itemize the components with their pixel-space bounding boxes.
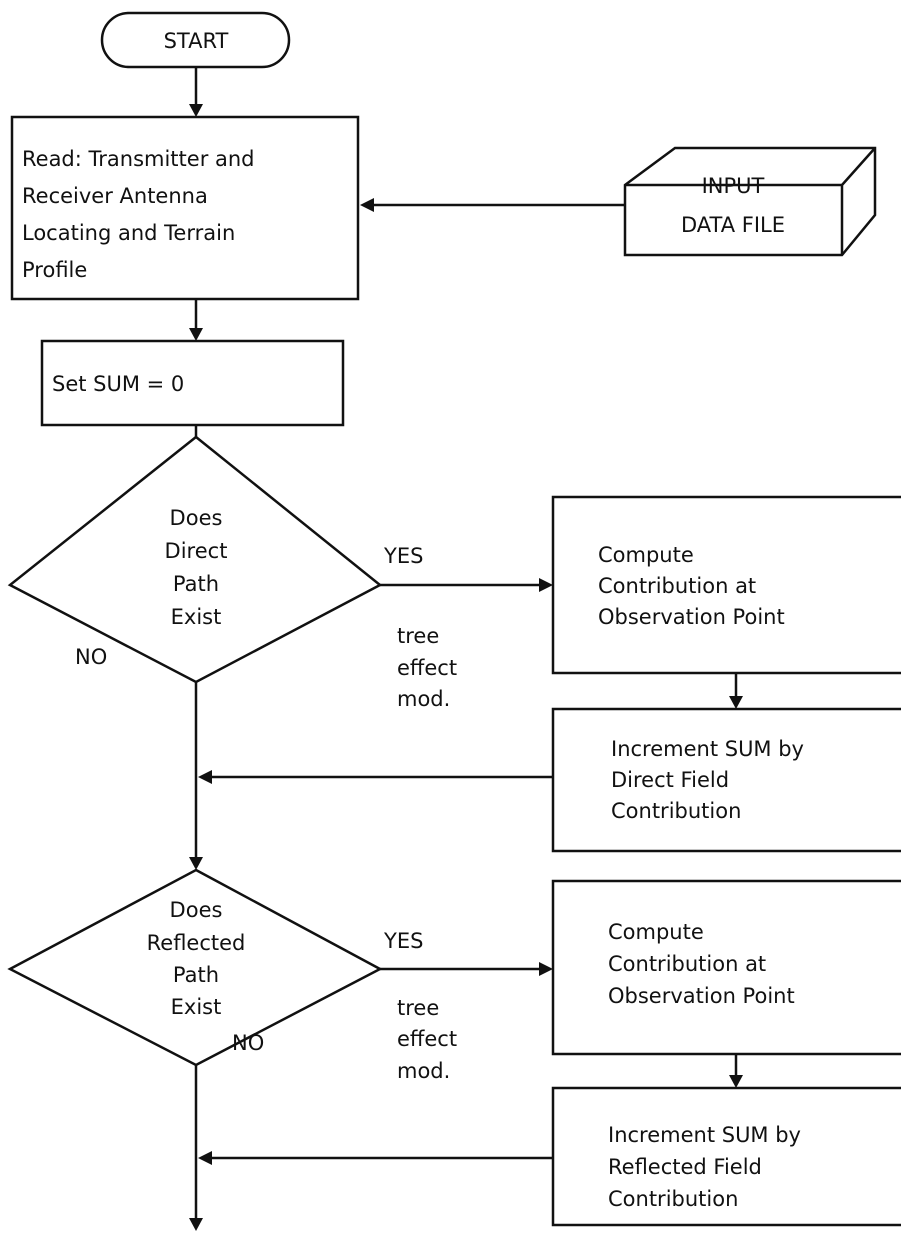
compute-reflected-line-2: Contribution at <box>608 952 766 976</box>
direct-tree-line-3: mod. <box>397 687 450 711</box>
direct-tree-line-1: tree <box>397 624 439 648</box>
compute-direct-line-2: Contribution at <box>598 574 756 598</box>
direct-yes-label: YES <box>383 544 423 568</box>
reflected-decision-line-3: Path <box>173 963 219 987</box>
compute-direct-line-3: Observation Point <box>598 605 785 629</box>
increment-direct-line-3: Contribution <box>611 799 741 823</box>
reflected-decision-line-2: Reflected <box>147 931 246 955</box>
increment-direct-box <box>551 707 901 853</box>
compute-reflected-box <box>551 879 901 1056</box>
compute-direct-box <box>551 495 901 675</box>
direct-no-label: NO <box>75 645 107 669</box>
direct-tree-line-2: effect <box>397 656 457 680</box>
compute-reflected-line-3: Observation Point <box>608 984 795 1008</box>
increment-direct-line-2: Direct Field <box>611 768 729 792</box>
arrowhead-direct-yes <box>539 578 553 592</box>
read-label-line-3: Locating and Terrain <box>22 221 235 245</box>
reflected-no-label: NO <box>232 1031 264 1055</box>
increment-reflected-line-2: Reflected Field <box>608 1155 762 1179</box>
arrowhead-exit <box>189 1218 203 1231</box>
direct-decision-line-1: Does <box>170 506 223 530</box>
arrowhead-increment-reflected <box>729 1075 743 1088</box>
input-file-label-line-2: DATA FILE <box>681 213 785 237</box>
increment-reflected-box <box>551 1086 901 1227</box>
reflected-yes-label: YES <box>383 929 423 953</box>
input-file-label-line-1: INPUT <box>702 174 765 198</box>
direct-decision-line-4: Exist <box>171 605 222 629</box>
input-data-file-shape <box>623 146 877 257</box>
arrowhead-direct-return <box>198 770 212 784</box>
start-label: START <box>164 29 229 53</box>
reflected-tree-line-1: tree <box>397 996 439 1020</box>
arrowhead-set <box>189 328 203 341</box>
input-data-file-edge <box>625 147 876 255</box>
direct-decision-line-3: Path <box>173 572 219 596</box>
read-label-line-1: Read: Transmitter and <box>22 147 255 171</box>
compute-reflected-line-1: Compute <box>608 920 704 944</box>
reflected-tree-line-3: mod. <box>397 1059 450 1083</box>
reflected-decision-line-4: Exist <box>171 995 222 1019</box>
arrowhead-file-read <box>360 198 374 212</box>
arrowhead-increment-direct <box>729 696 743 709</box>
increment-reflected-line-1: Increment SUM by <box>608 1123 801 1147</box>
read-input-box <box>10 115 360 301</box>
increment-direct-line-1: Increment SUM by <box>611 737 804 761</box>
reflected-tree-line-2: effect <box>397 1027 457 1051</box>
direct-decision-line-2: Direct <box>165 539 228 563</box>
arrowhead-reflected-yes <box>539 962 553 976</box>
increment-reflected-line-3: Contribution <box>608 1187 738 1211</box>
compute-direct-line-1: Compute <box>598 543 694 567</box>
arrowhead-reflected <box>189 857 203 870</box>
arrowhead-read <box>189 104 203 117</box>
read-label-line-4: Profile <box>22 258 87 282</box>
set-sum-label: Set SUM = 0 <box>52 372 184 396</box>
read-label-line-2: Receiver Antenna <box>22 184 208 208</box>
arrowhead-reflected-return <box>198 1151 212 1165</box>
set-sum-box <box>40 339 345 427</box>
reflected-decision-line-1: Does <box>170 898 223 922</box>
